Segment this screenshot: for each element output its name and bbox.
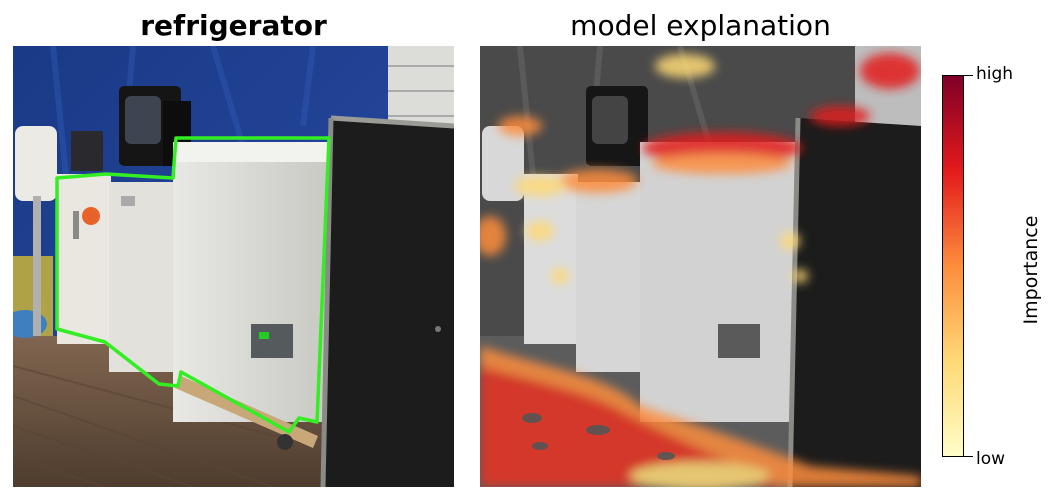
colorbar-axis-label: Importance [1020,215,1042,325]
importance-colorbar [942,75,964,457]
explanation-heatmap [480,46,921,487]
colorbar-high-tick [963,75,973,76]
explanation-title: model explanation [570,9,831,42]
segmentation-outline [55,136,331,434]
original-image-title: refrigerator [140,9,327,42]
original-photo [13,46,454,487]
colorbar-high-label: high [976,64,1014,84]
colorbar-low-label: low [976,449,1006,469]
colorbar-low-tick [963,456,973,457]
